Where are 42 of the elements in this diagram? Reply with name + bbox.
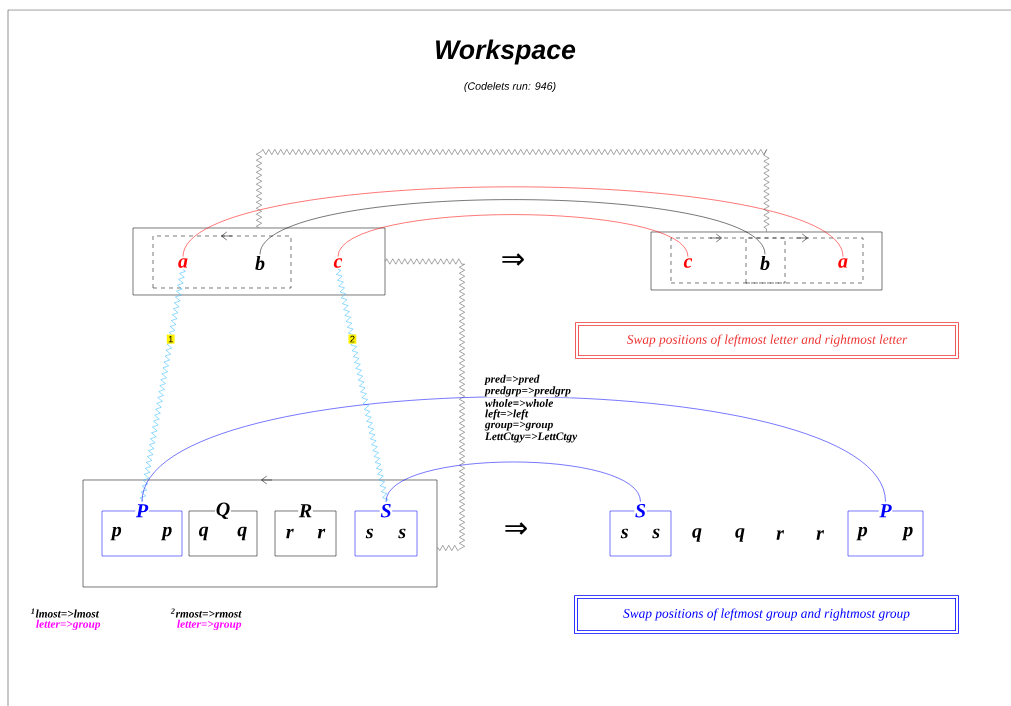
mapping-text: pred=>pred [484, 374, 541, 386]
group-box: S s s [609, 503, 672, 557]
rule-box: Swap positions of leftmost letter and rightmost letter [575, 322, 959, 359]
group-box: P p p [847, 503, 924, 557]
implies-symbol: ⇒ [505, 522, 527, 535]
group-box: S s s [354, 503, 418, 557]
mapping-text: letter=>group [177, 619, 242, 631]
letter: c [333, 258, 343, 268]
title: Workspace [436, 39, 576, 65]
connector-line [141, 396, 886, 502]
zigzag-line [385, 258, 465, 551]
connector-line [259, 199, 766, 255]
letter: q [692, 528, 702, 542]
connector-line [385, 461, 641, 502]
mapping-text: LettCtgy=>LettCtgy [484, 431, 578, 444]
rule-box: Swap positions of leftmost group and rightmost group [574, 595, 959, 634]
connector-line [182, 186, 844, 257]
letter: b [255, 255, 265, 271]
letter: c [683, 258, 693, 268]
mapping-text: left=>left [484, 408, 529, 421]
letter: b [760, 255, 770, 271]
zigzag-line [336, 269, 389, 502]
zigzag-line [139, 269, 186, 502]
mapping-text: $^{1}$lmost=>lmost [31, 608, 100, 618]
subtitle: (Codelets run: 946) [464, 82, 556, 92]
edge-label: 2 [350, 335, 355, 343]
letter: r [776, 530, 785, 540]
letter: a [838, 258, 848, 268]
letter: a [178, 258, 188, 268]
implies-symbol: ⇒ [502, 253, 524, 266]
edge-label: 1 [168, 335, 173, 343]
letter: r [816, 530, 825, 540]
mapping-text: $^{2}$rmost=>rmost [170, 608, 242, 618]
mapping-text: group=>group [484, 420, 554, 432]
group-box: Q q q [188, 501, 258, 557]
letter: q [735, 528, 745, 542]
group-box: R r r [274, 503, 337, 557]
mapping-text: whole=>whole [484, 398, 554, 408]
zigzag-line [256, 149, 770, 232]
connector-line [337, 214, 689, 257]
group-box: P p p [101, 503, 183, 557]
mapping-text: letter=>group [36, 619, 101, 631]
